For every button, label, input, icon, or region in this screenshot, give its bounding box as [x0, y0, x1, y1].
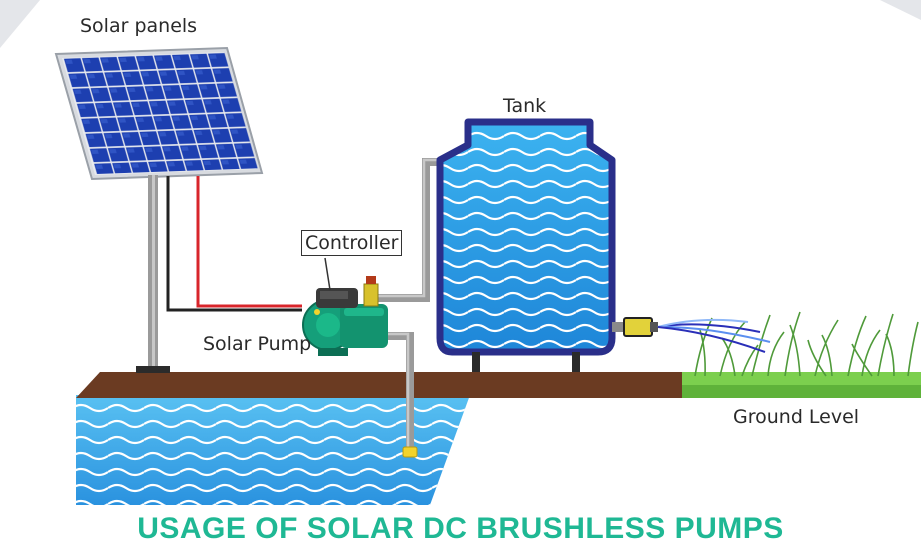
solar-panel [54, 46, 264, 181]
water-source [76, 395, 470, 505]
diagram-title: USAGE OF SOLAR DC BRUSHLESS PUMPS [137, 512, 784, 545]
wires [166, 176, 302, 312]
pipes [378, 158, 440, 450]
water-spray [657, 318, 771, 353]
solar-pump-label: Solar Pump [203, 333, 312, 355]
pump-valve [363, 276, 379, 307]
ground-level-label: Ground Level [733, 406, 860, 428]
panel-post [136, 175, 170, 373]
controller-pointer [324, 257, 331, 291]
outlet-valve [612, 317, 658, 337]
grass [694, 311, 919, 377]
suction-strainer [402, 446, 418, 458]
solar-pump [302, 288, 388, 356]
corner-shading [0, 0, 921, 48]
controller-label: Controller [301, 230, 403, 256]
tank [436, 118, 616, 372]
pipe-highlights [378, 158, 440, 450]
tank-label: Tank [503, 95, 547, 117]
ground [76, 372, 921, 398]
solar-panels-label: Solar panels [80, 15, 198, 37]
